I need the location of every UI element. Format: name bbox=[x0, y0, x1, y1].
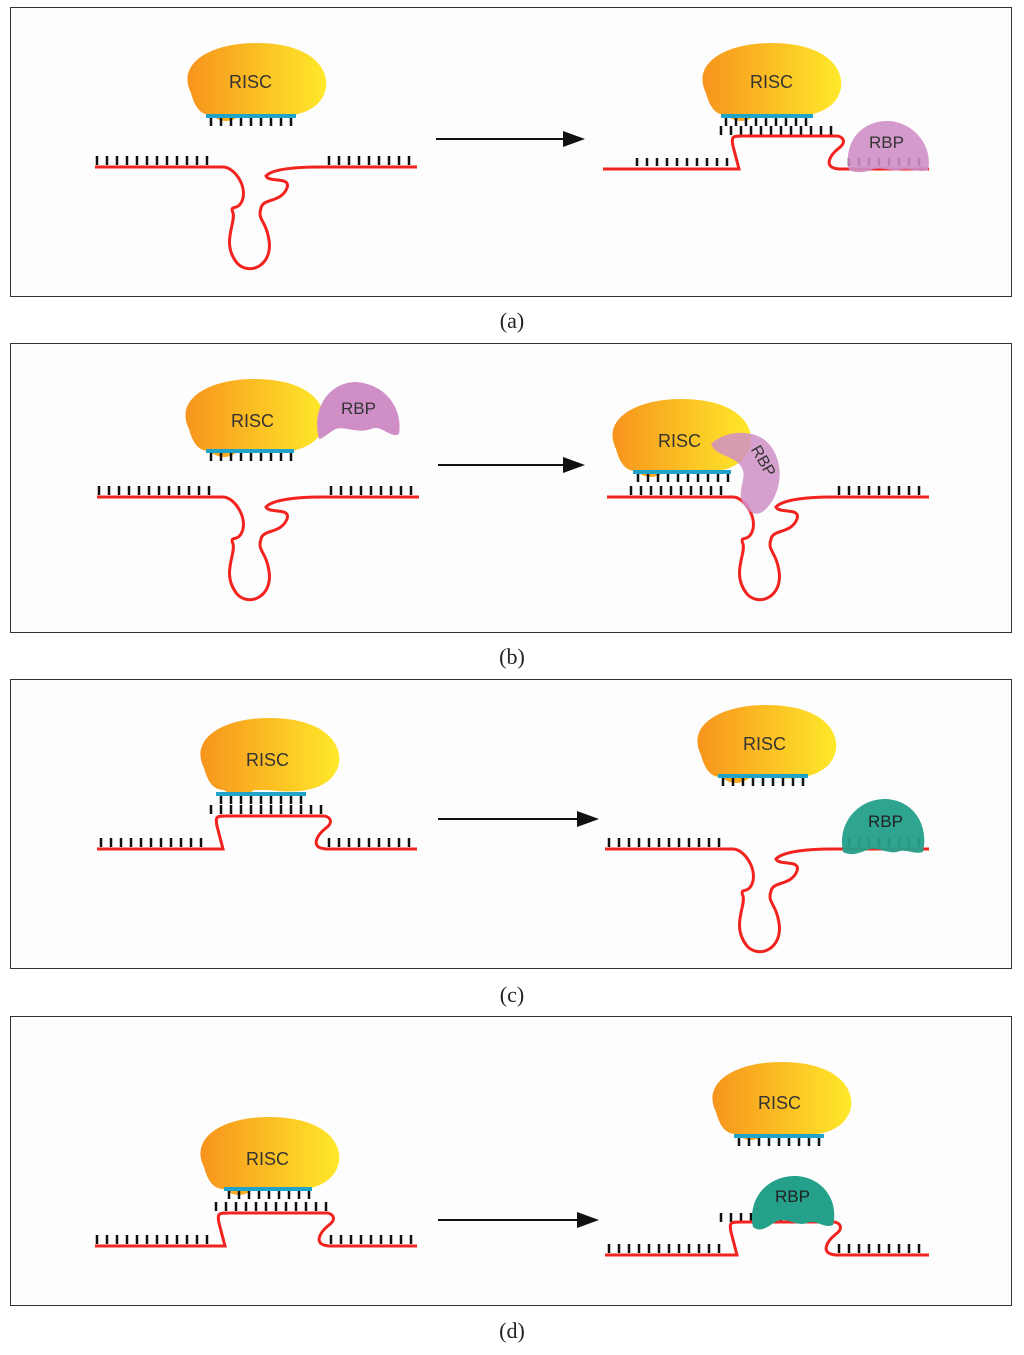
risc-label: RISC bbox=[750, 72, 793, 92]
caption-c: (c) bbox=[499, 982, 525, 1007]
panel-b: RISC RBP RISC RBP bbox=[10, 343, 1012, 633]
rbp-label: RBP bbox=[775, 1187, 810, 1206]
rbp-protein: RBP bbox=[847, 120, 929, 173]
mrna-strand-structured bbox=[605, 838, 929, 954]
panel-c: RISC RISC RBP bbox=[10, 679, 1012, 969]
risc-complex-blocked: RISC bbox=[612, 399, 752, 482]
transition-arrow bbox=[436, 131, 585, 147]
risc-complex-free: RISC bbox=[712, 1062, 852, 1146]
panel-d: RISC RISC RBP bbox=[10, 1016, 1012, 1306]
caption-b: (b) bbox=[499, 644, 525, 669]
mrna-backbone bbox=[95, 165, 417, 271]
mrna-strand-open bbox=[97, 805, 417, 851]
risc-complex-bound: RISC bbox=[200, 1117, 340, 1199]
rbp-protein: RBP bbox=[317, 382, 400, 439]
panel-d-diagram: RISC RISC RBP bbox=[95, 1062, 929, 1257]
risc-label: RISC bbox=[246, 1149, 289, 1169]
mrna-strand bbox=[95, 156, 417, 271]
risc-label: RISC bbox=[231, 411, 274, 431]
rbp-label: RBP bbox=[341, 399, 376, 418]
caption-d: (d) bbox=[499, 1318, 525, 1343]
mrna-right-ticks bbox=[327, 156, 411, 165]
panel-b-diagram: RISC RBP RISC RBP bbox=[97, 379, 929, 602]
rbp-label: RBP bbox=[868, 812, 903, 831]
rbp-label: RBP bbox=[869, 133, 904, 152]
mrna-strand bbox=[97, 486, 419, 602]
risc-complex: RISC bbox=[185, 379, 325, 461]
caption-a: (a) bbox=[499, 308, 525, 333]
risc-label: RISC bbox=[246, 750, 289, 770]
rbp-protein-bound: RBP bbox=[752, 1175, 835, 1230]
panel-a-diagram: RISC RISC RBP bbox=[95, 43, 929, 271]
panel-a: RISC RISC RBP bbox=[10, 7, 1012, 297]
transition-arrow bbox=[438, 811, 599, 827]
risc-label: RISC bbox=[743, 734, 786, 754]
risc-label: RISC bbox=[758, 1093, 801, 1113]
risc-label: RISC bbox=[658, 431, 701, 451]
risc-complex: RISC bbox=[187, 43, 327, 126]
risc-complex-bound: RISC bbox=[702, 43, 842, 126]
panel-c-diagram: RISC RISC RBP bbox=[97, 705, 929, 954]
mrna-left-ticks bbox=[95, 156, 209, 165]
risc-body bbox=[187, 43, 327, 121]
guide-ticks bbox=[209, 118, 293, 126]
risc-complex-free: RISC bbox=[697, 705, 837, 786]
mrna-strand-open bbox=[95, 1202, 417, 1248]
risc-label: RISC bbox=[229, 72, 272, 92]
mrna-strand-structured bbox=[607, 486, 929, 602]
risc-complex-bound: RISC bbox=[200, 718, 340, 804]
rbp-protein: RBP bbox=[842, 798, 925, 855]
transition-arrow bbox=[438, 1212, 599, 1228]
transition-arrow bbox=[438, 457, 585, 473]
